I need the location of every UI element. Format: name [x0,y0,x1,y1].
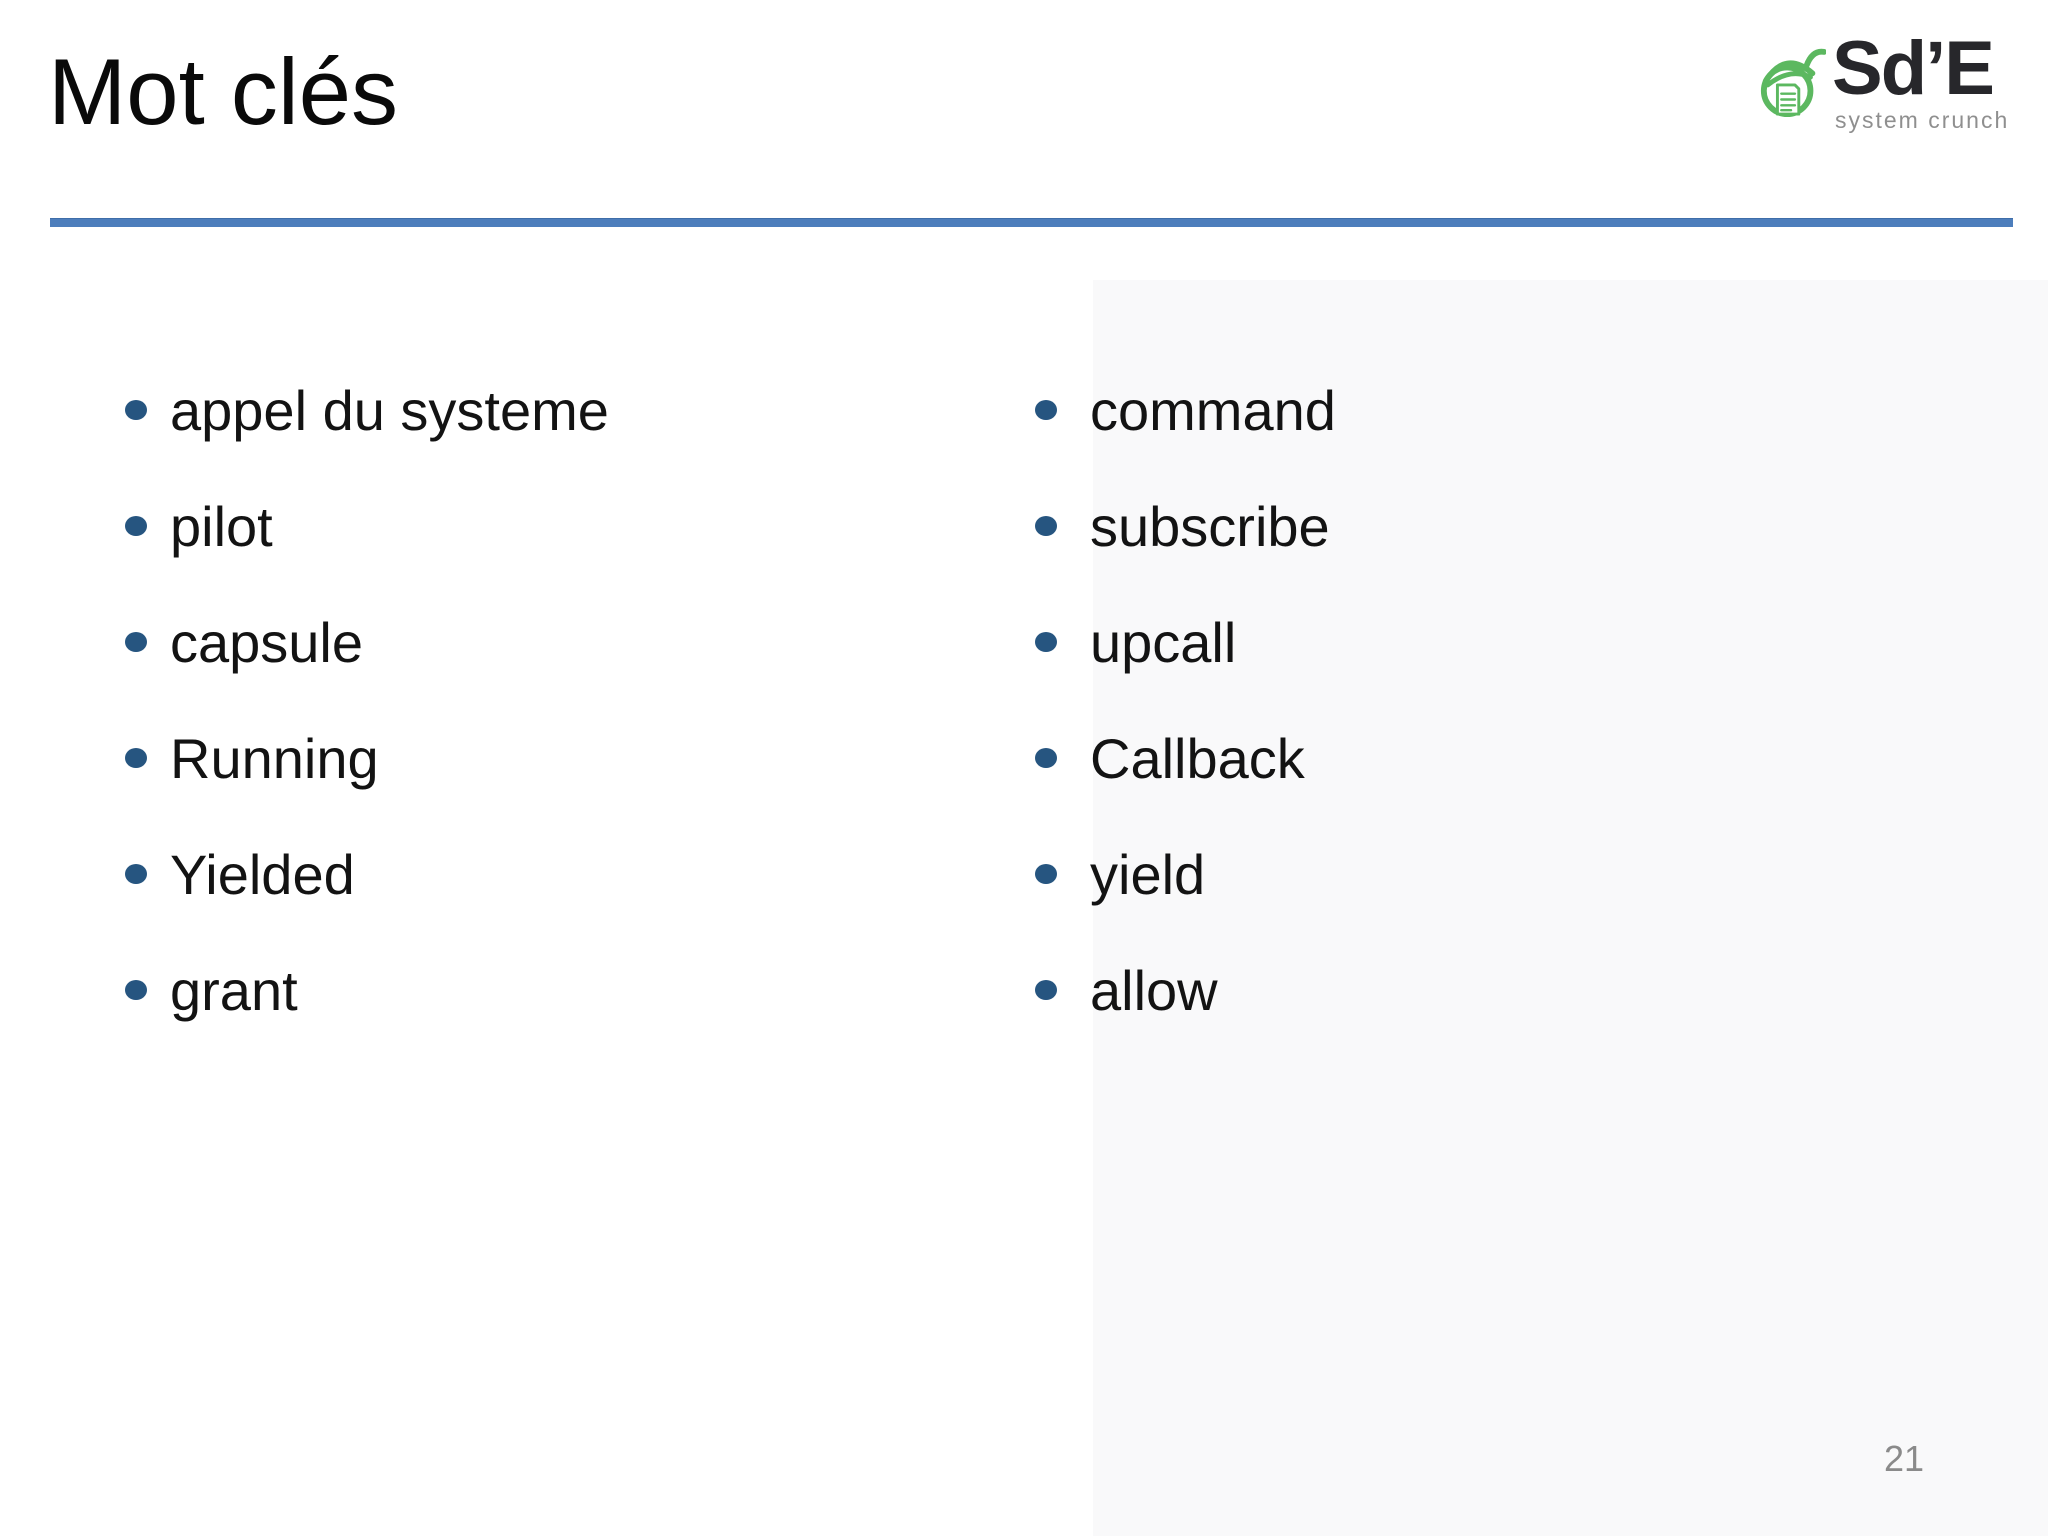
bullet-dot-icon [1035,516,1057,536]
bullet-dot-icon [1035,864,1057,884]
bullet-dot-icon [125,864,147,884]
list-item: Running [125,700,609,816]
bullet-text: Callback [1090,726,1305,790]
bullet-dot-icon [125,632,147,652]
list-item: yield [1035,816,1336,932]
list-item: grant [125,932,609,1048]
logo-text-block: Sd’E system crunch [1832,26,2010,134]
page-number: 21 [1884,1438,1925,1479]
bullet-list-right: command subscribe upcall Callback yield [1035,352,1336,1048]
list-item: upcall [1035,584,1336,700]
list-item: subscribe [1035,468,1336,584]
logo-tagline: system crunch [1835,106,2010,133]
logo: Sd’E system crunch [1758,26,2010,134]
bullet-text: capsule [170,610,364,674]
bullet-dot-icon [1035,400,1057,420]
bullet-text: Running [170,726,379,790]
bullet-dot-icon [125,980,147,1000]
bullet-text: yield [1090,842,1206,906]
bullet-text: allow [1090,958,1218,1022]
title-divider-rule [50,218,2013,227]
list-item: allow [1035,932,1336,1048]
bullet-dot-icon [1035,980,1057,1000]
list-item: pilot [125,468,609,584]
list-item: Callback [1035,700,1336,816]
bullet-list-left: appel du systeme pilot capsule Running Y… [125,352,609,1048]
bullet-dot-icon [125,748,147,768]
list-item: command [1035,352,1336,468]
bullet-dot-icon [1035,632,1057,652]
bullet-dot-icon [125,400,147,420]
bullet-text: grant [170,958,298,1022]
list-item: capsule [125,584,609,700]
bullet-text: subscribe [1090,494,1330,558]
bullet-text: pilot [170,494,273,558]
bullet-text: Yielded [170,842,355,906]
bullet-text: appel du systeme [170,378,609,442]
bullet-text: command [1090,378,1336,442]
bullet-text: upcall [1090,610,1237,674]
logo-wordmark: Sd’E [1832,26,1995,111]
list-item: appel du systeme [125,352,609,468]
bullet-dot-icon [1035,748,1057,768]
list-item: Yielded [125,816,609,932]
page-title: Mot clés [48,39,398,144]
acorn-document-icon [1760,48,1826,117]
bullet-dot-icon [125,516,147,536]
